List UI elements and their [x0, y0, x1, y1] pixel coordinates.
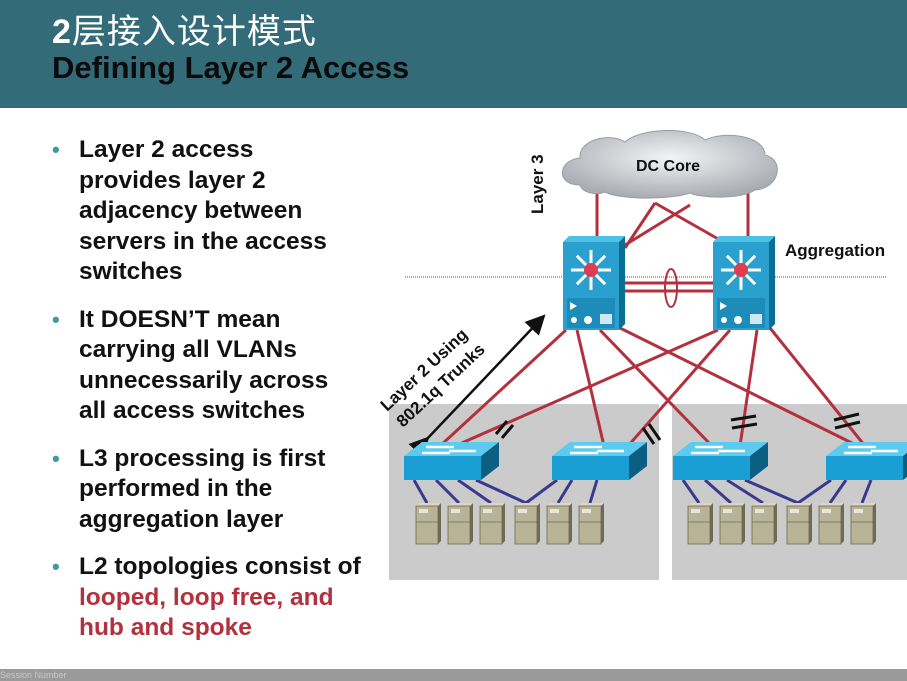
bullet-dot-icon: • [52, 445, 60, 471]
title-chinese: 2层接入设计模式 [52, 12, 317, 52]
footer-text: Session Number [0, 670, 67, 680]
core-links [595, 192, 750, 249]
server-link [588, 479, 599, 504]
server-link [681, 479, 701, 504]
access-group-left-area [389, 404, 659, 580]
server [447, 503, 473, 545]
server-link [744, 478, 799, 505]
server-link [828, 479, 848, 504]
access-switch-4 [826, 442, 907, 480]
port-channel [625, 268, 714, 308]
slide-footer: Session Number [0, 669, 907, 681]
server-link [556, 479, 574, 504]
server [415, 503, 441, 545]
bullet-item: •Layer 2 access provides layer 2 adjacen… [52, 136, 327, 285]
layer3-label: Layer 3 [528, 154, 547, 214]
access-switch-2 [552, 442, 647, 480]
router-core-icon [584, 263, 598, 277]
bullet-item: •L3 processing is first performed in the… [52, 444, 326, 533]
server [578, 503, 604, 545]
server [751, 503, 777, 545]
server-link [457, 478, 492, 505]
aggregation-label: Aggregation [785, 241, 885, 260]
server [479, 503, 505, 545]
dc-core-label: DC Core [636, 158, 700, 175]
server [818, 503, 844, 545]
aggregation-switch-1 [563, 236, 625, 330]
bullet-dot-icon: • [52, 554, 60, 579]
bullet-dot-icon: • [52, 306, 60, 332]
server-link [475, 478, 527, 505]
server-link [525, 478, 558, 505]
server [687, 503, 713, 545]
server-link [797, 478, 832, 505]
slide-header: 2层接入设计模式 Defining Layer 2 Access [0, 0, 907, 108]
server-link [860, 479, 873, 504]
bullet-dot-icon: • [52, 137, 60, 162]
dc-core-cloud [561, 130, 778, 199]
server [719, 503, 745, 545]
server-link [704, 478, 732, 505]
server [850, 503, 876, 545]
server-link [412, 479, 429, 504]
server [786, 503, 812, 545]
access-switch-3 [673, 442, 768, 480]
bullet-item: •It DOESN’T mean carrying all VLANs unne… [52, 305, 329, 425]
server-link [726, 478, 764, 505]
trunk-span-arrow [408, 314, 546, 458]
highlight-text: looped, loop free, and hub and spoke [79, 583, 334, 642]
access-switch-1 [404, 442, 499, 480]
server-link [434, 478, 461, 505]
aggregation-switch-2 [713, 236, 775, 330]
server [514, 503, 540, 545]
server [546, 503, 572, 545]
bullet-item: •L2 topologies consist of looped, loop f… [52, 553, 361, 642]
router-core-icon [734, 263, 748, 277]
access-group-right-area [672, 404, 907, 580]
title-english: Defining Layer 2 Access [52, 50, 410, 85]
bullet-list: •Layer 2 access provides layer 2 adjacen… [52, 135, 362, 661]
